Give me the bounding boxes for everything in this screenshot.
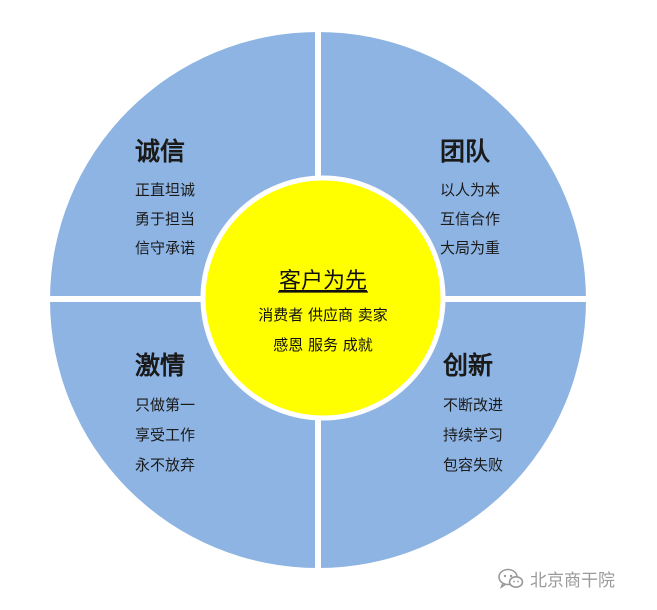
quadrant-item: 不断改进: [443, 396, 503, 414]
quadrant-title-integrity: 诚信: [135, 137, 185, 166]
wechat-icon: [498, 568, 524, 590]
quadrant-item: 包容失败: [443, 456, 503, 474]
quadrant-item: 大局为重: [440, 239, 500, 257]
watermark-text: 北京商干院: [530, 571, 615, 591]
quadrant-item: 正直坦诚: [135, 181, 195, 199]
center-circle: [200, 175, 446, 421]
center-title: 客户为先: [279, 269, 367, 294]
quadrant-item: 持续学习: [443, 426, 503, 444]
watermark: 北京商干院: [498, 566, 615, 591]
quadrant-item: 勇于担当: [135, 210, 195, 228]
quadrant-item: 互信合作: [440, 210, 500, 228]
quadrant-item: 永不放弃: [135, 456, 195, 474]
quadrant-title-passion: 激情: [135, 351, 185, 380]
quadrant-title-innovation: 创新: [442, 351, 493, 380]
quadrant-item: 以人为本: [440, 181, 500, 199]
quadrant-item: 只做第一: [135, 396, 195, 414]
quadrant-title-team: 团队: [440, 137, 491, 166]
center-line-1: 消费者 供应商 卖家: [258, 306, 388, 324]
quadrant-item: 信守承诺: [135, 239, 195, 257]
center-line-2: 感恩 服务 成就: [273, 336, 373, 354]
quadrant-item: 享受工作: [135, 426, 195, 444]
